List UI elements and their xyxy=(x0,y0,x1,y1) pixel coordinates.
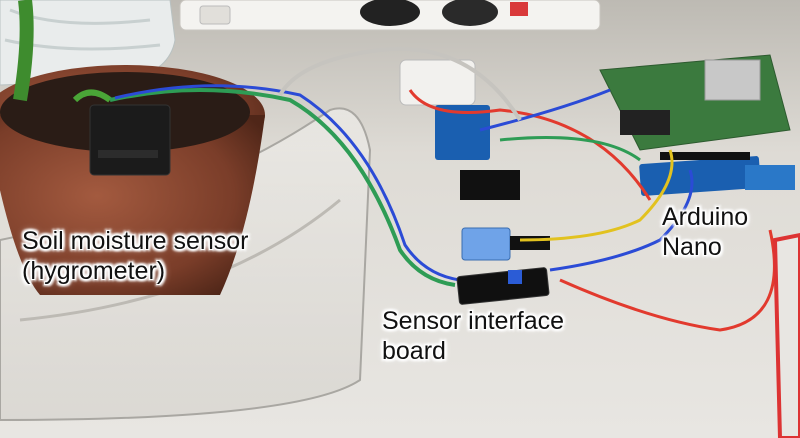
interface-board-label: Sensor interface board xyxy=(382,306,564,366)
wire-green-1 xyxy=(499,136,641,162)
power-strip xyxy=(179,0,601,31)
soil-sensor-label-line2: (hygrometer) xyxy=(22,257,166,285)
raspberry-pi-board xyxy=(599,54,791,151)
arduino-nano-label-line1: Arduino xyxy=(662,203,749,231)
wire-clear-1 xyxy=(278,46,522,122)
wire-blue-2 xyxy=(479,88,611,132)
soil-sensor-label-line1: Soil moisture sensor xyxy=(22,227,249,255)
arduino-nano-label: Arduino Nano xyxy=(662,202,748,262)
wire-blue-1 xyxy=(549,169,694,272)
corner-marking xyxy=(772,232,800,438)
interface-board-label-line2: board xyxy=(382,337,446,365)
wire-red-2 xyxy=(559,229,776,332)
pump-module xyxy=(399,59,520,200)
arduino-nano-board xyxy=(639,152,795,196)
soil-sensor-label: Soil moisture sensor (hygrometer) xyxy=(22,226,248,286)
arduino-nano-label-line2: Nano xyxy=(662,233,722,261)
interface-board-label-line1: Sensor interface xyxy=(382,307,565,335)
probe-wire-blue xyxy=(114,84,461,282)
wire-red-1 xyxy=(408,89,652,201)
wire-yellow-1 xyxy=(519,149,674,242)
soil-sensor-probe xyxy=(89,104,171,176)
interface-board xyxy=(456,267,550,305)
probe-wire xyxy=(109,88,456,287)
